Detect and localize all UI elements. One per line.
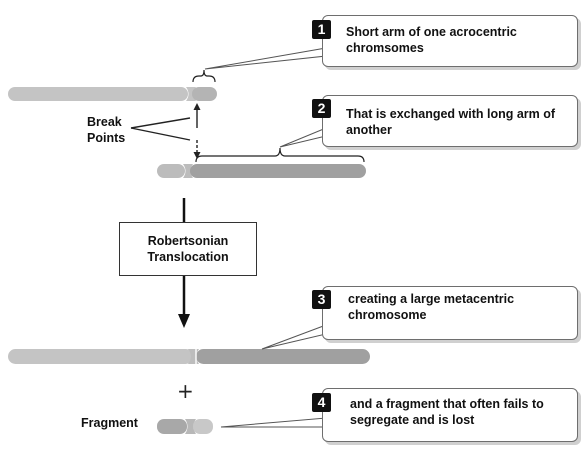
callout-2 [322, 95, 578, 147]
callout-4-pointer [220, 417, 327, 428]
chromosome-b [157, 164, 366, 178]
callout-1-badge: 1 [312, 20, 331, 39]
callout-4-text: and a fragment that often fails to segre… [350, 397, 544, 427]
callout-1-text: Short arm of one acrocentric chromsomes [346, 25, 517, 55]
fragment-label: Fragment [81, 416, 138, 430]
callout-4-badge: 4 [312, 393, 331, 412]
robertsonian-translocation-box: Robertsonian Translocation [119, 222, 257, 276]
chromosome-b-long-arm [190, 164, 366, 178]
short-arm-brace [192, 69, 216, 83]
metacentric-chromosome [8, 349, 370, 364]
callout-2-badge: 2 [312, 99, 331, 118]
break-points-label: Break Points [87, 115, 126, 145]
plus-sign: + [177, 379, 194, 403]
fragment-chromosome [157, 419, 213, 434]
callout-1 [322, 15, 578, 67]
callout-1-pointer [204, 47, 327, 70]
callout-3-text: creating a large metacentric chromosome [348, 292, 515, 322]
callout-4 [322, 388, 578, 442]
long-arm-brace [195, 147, 365, 163]
callout-3-pointer [261, 324, 327, 350]
callout-3 [322, 286, 578, 340]
process-label: Robertsonian Translocation [147, 234, 229, 264]
callout-2-text: That is exchanged with long arm of anoth… [346, 107, 556, 137]
down-arrow-icon [178, 314, 190, 328]
chromosome-a [8, 87, 217, 101]
break-point-arrows [130, 103, 201, 159]
callout-3-badge: 3 [312, 290, 331, 309]
chromosome-a-short-arm [192, 87, 217, 101]
callout-2-pointer [279, 127, 327, 148]
